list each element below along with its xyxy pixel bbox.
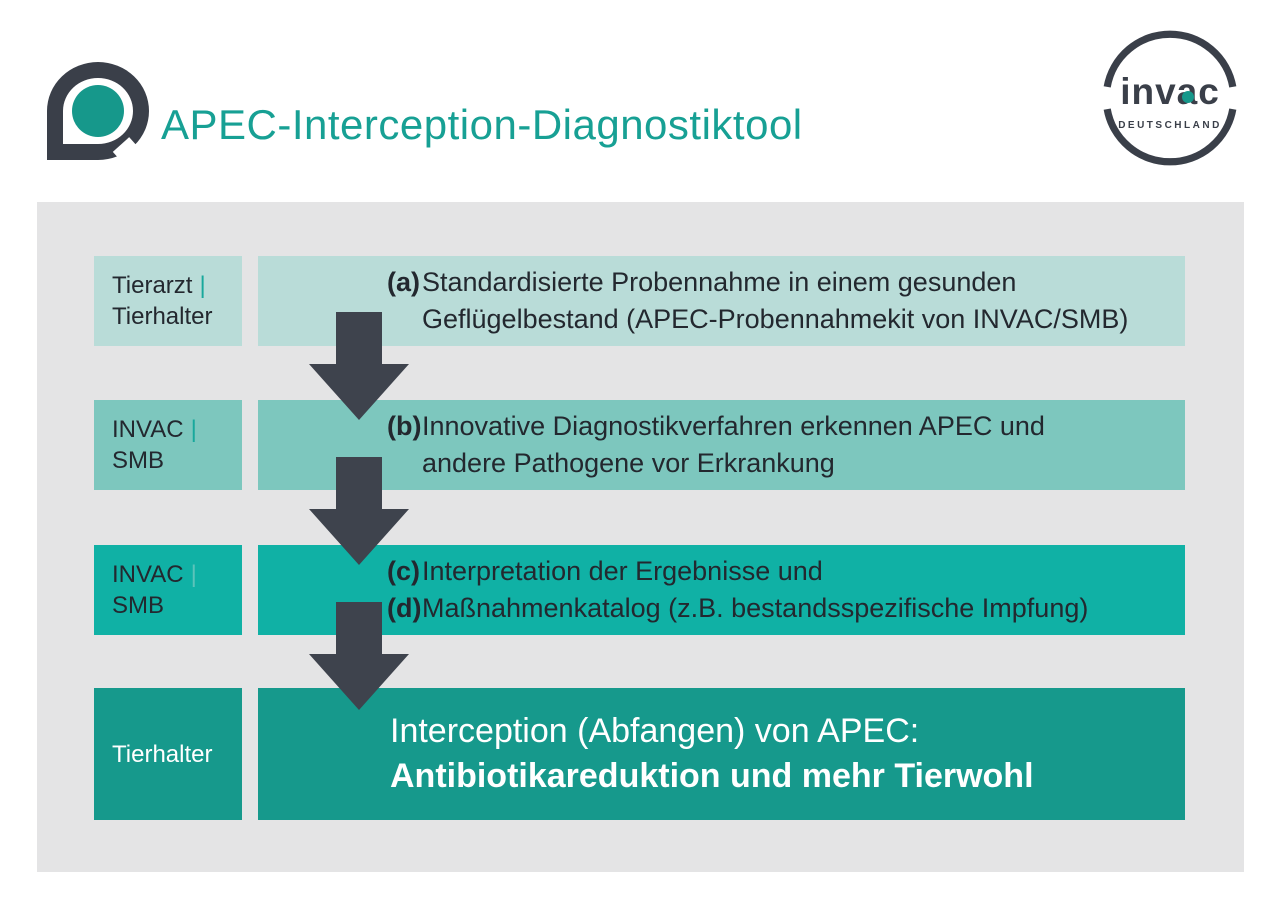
step-text: Interpretation der Ergebnisse und: [422, 556, 823, 586]
arrow-down-icon: [309, 457, 409, 565]
step-text: andere Pathogene vor Erkrankung: [422, 448, 835, 478]
pipe-separator: |: [190, 561, 197, 588]
actor-label: Tierhalter: [112, 301, 242, 332]
actor-text: SMB: [112, 592, 165, 619]
step-text: Maßnahmenkatalog (z.B. bestandsspezifisc…: [422, 593, 1089, 623]
actor-label: Tierarzt|: [112, 270, 242, 301]
wordmark-pre: inv: [1120, 71, 1177, 112]
arrow-down-icon: [309, 312, 409, 420]
teal-dot-icon: [1182, 90, 1195, 103]
invac-deutschland-logo: invac DEUTSCHLAND: [1098, 26, 1242, 170]
pipe-separator: |: [199, 272, 206, 299]
badge-circle-icon: [1103, 30, 1237, 166]
result-box: Interception (Abfangen) von APEC: Antibi…: [258, 688, 1185, 820]
diagram-panel: Tierarzt| Tierhalter (a)Standardisierte …: [37, 202, 1244, 872]
step-box-c-d: (c)Interpretation der Ergebnisse und (d)…: [258, 545, 1185, 635]
actor-label: INVAC|: [112, 559, 242, 590]
pipe-separator: |: [190, 416, 197, 443]
invac-subtitle: DEUTSCHLAND: [1118, 120, 1222, 131]
arrow-down-icon: [309, 602, 409, 710]
actor-text: Tierarzt: [112, 272, 193, 299]
actor-box-invac-smb: INVAC| SMB: [94, 545, 242, 635]
actor-label: Tierhalter: [112, 740, 213, 768]
result-text-bold: Antibiotikareduktion und mehr Tierwohl: [390, 757, 1034, 795]
actor-text: Tierhalter: [112, 303, 213, 330]
step-line: (a)Standardisierte Probennahme in einem …: [258, 264, 1185, 301]
step-marker: (c): [387, 556, 420, 586]
teal-dot-icon: [72, 85, 124, 137]
actor-label: SMB: [112, 590, 242, 621]
actor-text: INVAC: [112, 561, 184, 588]
step-line: andere Pathogene vor Erkrankung: [258, 445, 1185, 482]
step-line: (c)Interpretation der Ergebnisse und: [258, 553, 1185, 590]
actor-text: SMB: [112, 447, 165, 474]
wordmark-post: c: [1198, 71, 1220, 112]
step-line: (b)Innovative Diagnostikverfahren erkenn…: [258, 408, 1185, 445]
step-marker: (d): [387, 593, 422, 623]
step-box-a: (a)Standardisierte Probennahme in einem …: [258, 256, 1185, 346]
step-line: (d)Maßnahmenkatalog (z.B. bestandsspezif…: [258, 590, 1185, 627]
wordmark-a: a: [1177, 72, 1199, 112]
invac-pin-logo-icon: [47, 62, 149, 161]
actor-box-tierarzt-tierhalter: Tierarzt| Tierhalter: [94, 256, 242, 346]
step-marker: (a): [387, 267, 420, 297]
step-line: Geflügelbestand (APEC-Probennahmekit von…: [258, 301, 1185, 338]
page-title: APEC-Interception-Diagnostiktool: [161, 101, 803, 148]
actor-label: INVAC|: [112, 414, 242, 445]
actor-label: SMB: [112, 445, 242, 476]
actor-text: INVAC: [112, 416, 184, 443]
actor-box-tierhalter: Tierhalter: [94, 688, 242, 820]
step-box-b: (b)Innovative Diagnostikverfahren erkenn…: [258, 400, 1185, 490]
pin-notch: [112, 137, 138, 161]
step-text: Geflügelbestand (APEC-Probennahmekit von…: [422, 304, 1129, 334]
step-text: Standardisierte Probennahme in einem ges…: [422, 267, 1017, 297]
result-text: Interception (Abfangen) von APEC:: [390, 712, 920, 750]
invac-wordmark: invac: [1098, 72, 1242, 112]
step-text: Innovative Diagnostikverfahren erkennen …: [422, 411, 1045, 441]
step-marker: (b): [387, 411, 422, 441]
actor-box-invac-smb: INVAC| SMB: [94, 400, 242, 490]
